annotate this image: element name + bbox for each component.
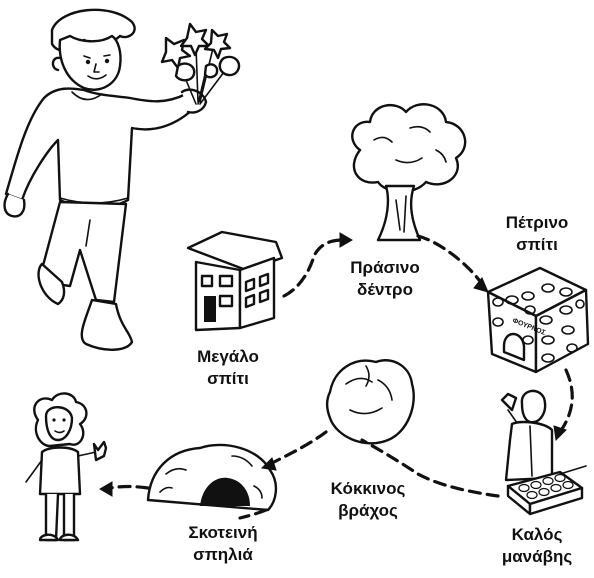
- route-arrowheads: [99, 232, 567, 497]
- big-house-illustration: [186, 230, 284, 332]
- green-tree-label-line1: Πράσινο: [350, 258, 420, 277]
- stone-house-label: Πέτρινο σπίτι: [492, 212, 582, 256]
- red-rock-label-line1: Κόκκινος: [330, 479, 406, 498]
- green-tree-label: Πράσινο δέντρο: [340, 257, 430, 301]
- girl-illustration: [25, 392, 108, 542]
- big-house-label-line2: σπίτι: [207, 369, 249, 388]
- flower-icon: [160, 22, 241, 82]
- green-tree-illustration: [351, 103, 467, 242]
- grocer-illustration: [500, 389, 587, 516]
- good-grocer-label-line1: Καλός: [511, 525, 563, 544]
- dark-cave-illustration: [146, 443, 278, 512]
- red-rock-label: Κόκκινος βράχος: [313, 478, 423, 522]
- stone-house-label-line1: Πέτρινο: [505, 213, 569, 232]
- route-path: [108, 234, 574, 520]
- red-rock-label-line2: βράχος: [338, 501, 398, 520]
- stone-house-label-line2: σπίτι: [516, 235, 558, 254]
- red-rock-illustration: [325, 359, 415, 445]
- dark-cave-label-line2: σπηλιά: [193, 545, 253, 564]
- good-grocer-label: Καλός μανάβης: [487, 524, 587, 568]
- stone-house-illustration: ΦΟΥΡΝΟΣ: [486, 266, 590, 374]
- green-tree-label-line2: δέντρο: [357, 280, 413, 299]
- good-grocer-label-line2: μανάβης: [501, 547, 573, 566]
- big-house-label: Μεγάλο σπίτι: [183, 346, 273, 390]
- big-house-label-line1: Μεγάλο: [197, 347, 259, 366]
- boy-with-flowers-illustration: [3, 8, 241, 351]
- dark-cave-label: Σκοτεινή σπηλιά: [168, 522, 278, 566]
- dark-cave-label-line1: Σκοτεινή: [188, 523, 258, 542]
